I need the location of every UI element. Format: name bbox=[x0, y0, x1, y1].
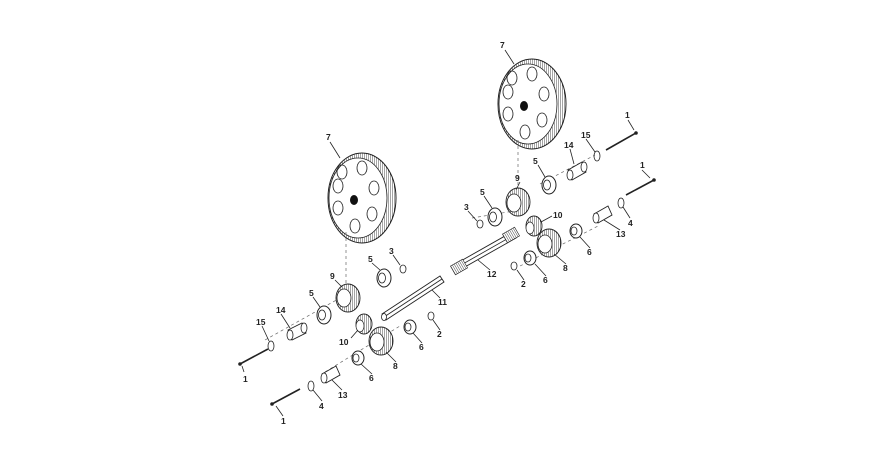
bearing-5-right-a bbox=[487, 207, 503, 227]
label-6-right-a: 6 bbox=[543, 275, 548, 285]
label-10-right: 10 bbox=[553, 210, 563, 220]
label-14-left: 14 bbox=[276, 305, 286, 315]
bearing-5-left-a bbox=[316, 305, 332, 325]
label-1-left-bottom: 1 bbox=[281, 416, 286, 426]
label-14-right: 14 bbox=[564, 140, 574, 150]
label-7-left: 7 bbox=[326, 132, 331, 142]
snap-ring-2-left bbox=[427, 311, 435, 321]
label-4-right: 4 bbox=[628, 218, 633, 228]
hub-14-right bbox=[566, 161, 588, 181]
shaft-12 bbox=[450, 226, 520, 276]
bearing-6-left-b bbox=[351, 350, 365, 366]
large-gear-left bbox=[327, 152, 397, 244]
label-4-left: 4 bbox=[319, 401, 324, 411]
washer-4-left bbox=[307, 380, 315, 392]
gear-8-right bbox=[536, 228, 562, 258]
washer-15-right bbox=[593, 150, 601, 162]
shaft-11 bbox=[381, 275, 445, 321]
bolt-1-right-a bbox=[605, 131, 638, 151]
washer-4-right bbox=[617, 197, 625, 209]
label-1-left-mid: 1 bbox=[243, 374, 248, 384]
label-1-right-top: 1 bbox=[625, 110, 630, 120]
bearing-5-right-b bbox=[541, 175, 557, 195]
bearing-6-right-a bbox=[569, 223, 583, 239]
label-5-right-b: 5 bbox=[533, 156, 538, 166]
label-12: 12 bbox=[487, 269, 497, 279]
snap-ring-3-left bbox=[399, 264, 407, 274]
gear-10-left bbox=[355, 313, 373, 335]
label-5-left-b: 5 bbox=[368, 254, 373, 264]
gear-8-left bbox=[368, 326, 394, 356]
bearing-5-left-b bbox=[376, 268, 392, 288]
label-6-left-a: 6 bbox=[419, 342, 424, 352]
large-gear-right bbox=[497, 58, 567, 150]
label-1-right-mid: 1 bbox=[640, 160, 645, 170]
bearing-6-left-a bbox=[403, 319, 417, 335]
label-3-right: 3 bbox=[464, 202, 469, 212]
gear-9-right bbox=[505, 187, 531, 217]
washer-15-left bbox=[267, 340, 275, 352]
label-2-left: 2 bbox=[437, 329, 442, 339]
label-6-right-b: 6 bbox=[587, 247, 592, 257]
bolt-1-left-a bbox=[238, 348, 269, 366]
label-5-left-a: 5 bbox=[309, 288, 314, 298]
label-15-left: 15 bbox=[256, 317, 266, 327]
hub-13-left bbox=[320, 365, 341, 384]
label-7-right: 7 bbox=[500, 40, 505, 50]
label-10-left: 10 bbox=[339, 337, 349, 347]
label-9-right: 9 bbox=[515, 173, 520, 183]
bolt-1-left-b bbox=[270, 388, 301, 406]
gear-9-left bbox=[335, 283, 361, 313]
label-8-left: 8 bbox=[393, 361, 398, 371]
bearing-6-right-b bbox=[523, 250, 537, 266]
snap-ring-3-right bbox=[476, 219, 484, 229]
label-8-right: 8 bbox=[563, 263, 568, 273]
hub-14-left bbox=[286, 322, 308, 341]
label-5-right-a: 5 bbox=[480, 187, 485, 197]
label-13-left: 13 bbox=[338, 390, 348, 400]
label-2-right: 2 bbox=[521, 279, 526, 289]
label-13-right: 13 bbox=[616, 229, 626, 239]
bolt-1-right-b bbox=[625, 178, 656, 196]
label-11: 11 bbox=[438, 297, 447, 307]
label-6-left-b: 6 bbox=[369, 373, 374, 383]
leader-lines bbox=[241, 49, 651, 417]
callout-labels: 7 7 1 1 1 1 15 15 14 14 5 5 5 5 9 9 3 3 … bbox=[243, 40, 645, 426]
label-3-left: 3 bbox=[389, 246, 394, 256]
label-9-left: 9 bbox=[330, 271, 335, 281]
gear-10-right bbox=[525, 215, 543, 237]
label-15-right: 15 bbox=[581, 130, 591, 140]
hub-13-right bbox=[592, 205, 613, 224]
snap-ring-2-right bbox=[510, 261, 518, 271]
